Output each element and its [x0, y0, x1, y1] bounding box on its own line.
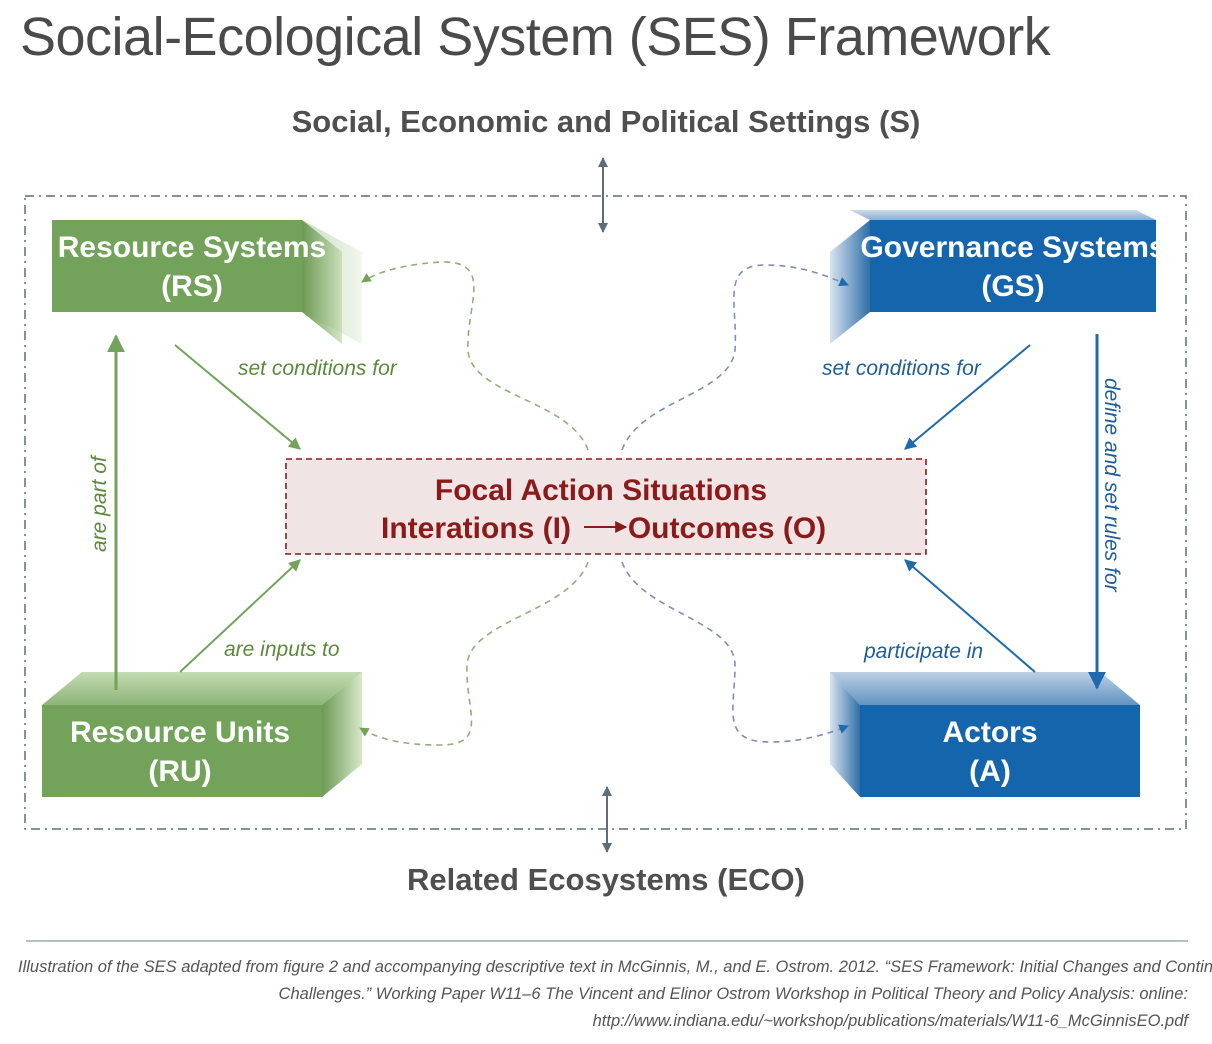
resource-units-label: Resource Units: [70, 716, 290, 749]
settings-label: Social, Economic and Political Settings …: [291, 104, 921, 139]
governance-systems-abbr: (GS): [981, 270, 1044, 303]
ru-to-focal-arrow: [179, 559, 301, 673]
actors-abbr: (A): [969, 755, 1011, 788]
a-to-focal-arrow: [904, 559, 1036, 673]
ru-edge-label: are inputs to: [224, 638, 340, 661]
rs-edge-label: set conditions for: [238, 357, 398, 380]
gs-to-focal-arrow: [904, 344, 1031, 450]
caption-line-3: http://www.indiana.edu/~workshop/publica…: [592, 1012, 1188, 1030]
resource-systems-abbr: (RS): [161, 270, 223, 303]
ses-diagram: Resource Systems (RS) Governance Systems…: [24, 157, 1187, 853]
governance-systems-label: Governance Systems: [860, 231, 1165, 264]
gs-edge-label: set conditions for: [822, 357, 982, 380]
resource-units-abbr: (RU): [148, 755, 211, 788]
resource-systems-box: Resource Systems (RS): [52, 220, 362, 344]
resource-units-box: Resource Units (RU): [42, 672, 362, 797]
resource-systems-label: Resource Systems: [58, 231, 326, 264]
feedback-to-ru: [359, 561, 589, 746]
caption-line-1: Illustration of the SES adapted from fig…: [18, 958, 1212, 976]
ru-rs-edge-label: are part of: [88, 454, 111, 552]
caption: Illustration of the SES adapted from fig…: [18, 954, 1212, 1035]
feedback-to-gs: [621, 264, 849, 451]
caption-divider: [26, 940, 1188, 942]
focal-action-situations-box: Focal Action Situations Interations (I) …: [285, 458, 927, 555]
outcomes-label: Outcomes (O): [628, 512, 826, 545]
page-title: Social-Ecological System (SES) Framework: [20, 7, 1051, 67]
ecosystems-label: Related Ecosystems (ECO): [407, 862, 805, 897]
rs-to-focal-arrow: [174, 344, 301, 450]
gs-a-edge-label: define and set rules for: [1100, 378, 1123, 593]
focal-title: Focal Action Situations: [435, 474, 767, 507]
governance-systems-box: Governance Systems (GS): [830, 210, 1166, 344]
actors-box: Actors (A): [830, 672, 1140, 797]
feedback-to-a: [621, 561, 849, 743]
feedback-to-rs: [361, 261, 589, 451]
a-edge-label: participate in: [863, 640, 983, 663]
actors-label: Actors: [942, 716, 1037, 749]
caption-line-2: Challenges.” Working Paper W11–6 The Vin…: [278, 985, 1188, 1003]
interactions-label: Interations (I): [381, 512, 571, 545]
